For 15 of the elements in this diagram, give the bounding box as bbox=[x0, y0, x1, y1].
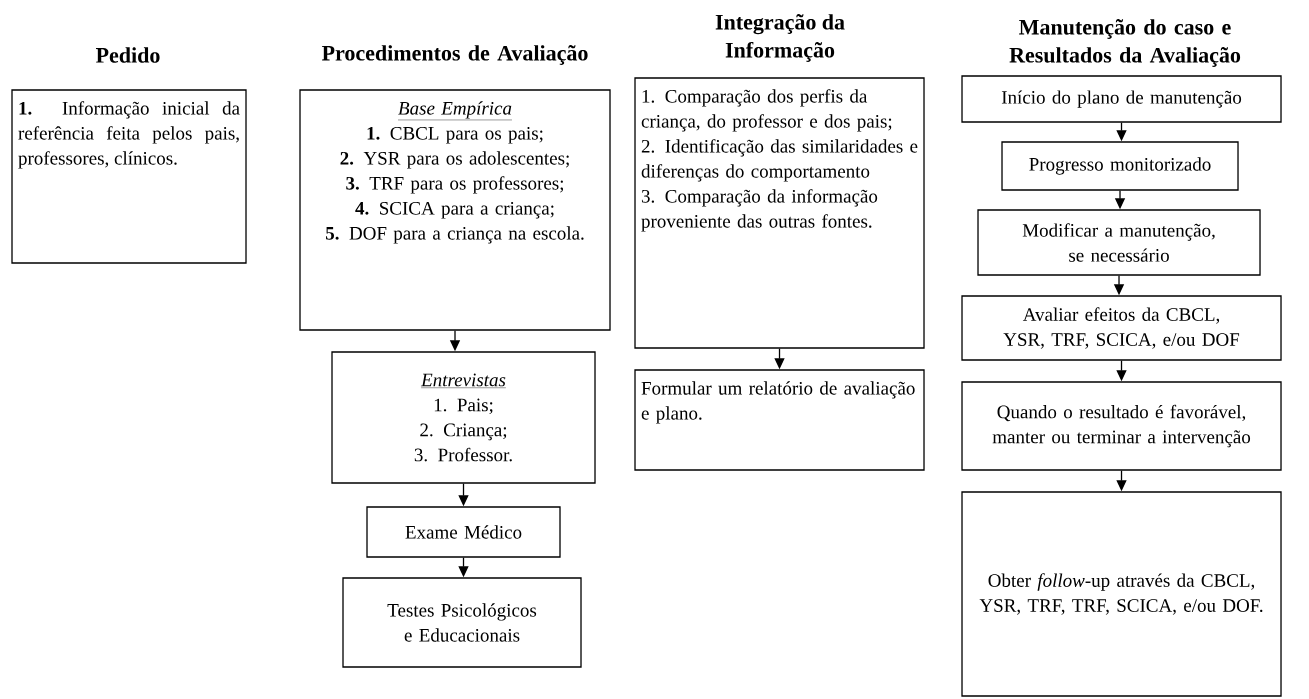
process-box: Testes Psicológicos e Educacionais bbox=[342, 577, 582, 668]
process-box: 1. Comparação dos perfis da criança, do professor e dos pais; 2. Identificação das similaridades e diferenças do comportamento 3. Comparação da informação proveniente das outras fontes. bbox=[634, 77, 925, 349]
process-box: Exame Médico bbox=[366, 506, 561, 558]
process-box: Avaliar efeitos da CBCL, YSR, TRF, SCICA, e/ou DOF bbox=[961, 295, 1282, 361]
process-box: Formular um relatório de avaliação e plano. bbox=[634, 369, 925, 471]
process-box: Entrevistas 1. Pais; 2. Criança; 3. Professor. bbox=[331, 351, 596, 484]
process-box: Base Empírica 1. CBCL para os pais; 2. YSR para os adolescentes; 3. TRF para os professores; 4. SCICA para a criança; 5. DOF para a criança na escola. bbox=[299, 89, 611, 331]
process-box: Modificar a manutenção, se necessário bbox=[977, 209, 1261, 276]
process-box: Progresso monitorizado bbox=[1001, 141, 1239, 191]
process-box: 1. Informação inicial da referência feita pelos pais, professores, clínicos. bbox=[11, 89, 247, 264]
process-box: Início do plano de manutenção bbox=[961, 75, 1282, 123]
process-box: Quando o resultado é favorável, manter ou terminar a intervenção bbox=[961, 381, 1282, 471]
column-heading: Pedido bbox=[96, 47, 160, 63]
column-heading: Procedimentos de Avaliação bbox=[322, 45, 588, 65]
process-box: Obter follow-up através da CBCL, YSR, TRF, TRF, SCICA, e/ou DOF. bbox=[961, 491, 1282, 697]
